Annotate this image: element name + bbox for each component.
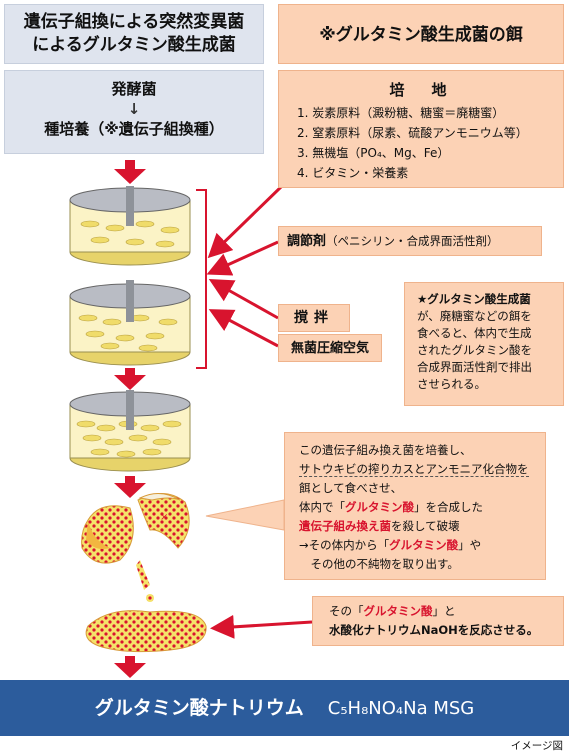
explain-line: サトウキビの搾りカスとアンモニア化合物を [299, 462, 529, 477]
explain-line: この遺伝子組み換え菌を培養し、 [299, 443, 472, 457]
medium-arrow [207, 184, 284, 259]
note-line: ★グルタミン酸生成菌 [417, 292, 531, 306]
fermentation-box: 発酵菌 ↓ 種培養（※遺伝子組換種） [4, 70, 264, 154]
medium-item: 1. 炭素原料（澱粉糖、糖蜜＝廃糖蜜） [297, 106, 505, 120]
stir-arrow [208, 279, 279, 320]
explain-line: その他の不純物を取り出す。 [299, 557, 459, 571]
conditioner-arrow [206, 240, 279, 276]
medium-item: 2. 窒素原料（尿素、硫酸アンモニウム等） [297, 126, 528, 140]
title-line-2: によるグルタミン酸生成菌 [32, 35, 236, 55]
down-arrow-glyph: ↓ [127, 100, 141, 118]
conditioner-label: 調節剤 [287, 234, 327, 249]
final-arrow [210, 614, 313, 639]
svg-text:×: × [160, 512, 168, 523]
note-line: されたグルタミン酸を [417, 343, 532, 357]
title-gm-bacteria: 遺伝子組換による突然変異菌 によるグルタミン酸生成菌 [4, 4, 264, 64]
note-line: 食べると、体内で生成 [417, 326, 532, 340]
note-line: させられる。 [417, 377, 486, 391]
medium-item: 3. 無機塩（PO₄、Mg、Fe） [297, 146, 450, 160]
conditioner-detail: （ペニシリン・合成界面活性剤） [326, 234, 499, 248]
title-bacteria-feed: ※グルタミン酸生成菌の餌 [278, 4, 564, 64]
explain-line: →その体内から「グルタミン酸」や [299, 538, 482, 552]
note-line: が、廃糖蜜などの餌を [417, 309, 532, 323]
fermentation-tank-1 [69, 186, 191, 266]
down-arrow-2 [114, 368, 146, 390]
reaction-line: 水酸化ナトリウムNaOHを反応させる。 [329, 623, 539, 637]
fermentation-tank-2 [69, 280, 191, 366]
seed-culture-label: 種培養（※遺伝子組換種） [44, 120, 224, 138]
fermentation-tank-3 [69, 390, 191, 472]
medium-item: 4. ビタミン・栄養素 [297, 166, 409, 180]
conditioner-box: 調節剤（ペニシリン・合成界面活性剤） [278, 226, 542, 256]
explain-line: 体内で「グルタミン酸」を合成した [299, 500, 483, 514]
fermentation-label: 発酵菌 [111, 80, 157, 98]
image-caption: イメージ図 [510, 740, 563, 752]
explain-pointer [205, 499, 285, 531]
down-arrow-3 [114, 476, 146, 498]
medium-heading: 培 地 [389, 81, 453, 99]
sterile-air-box: 無菌圧縮空気 [278, 334, 382, 362]
stirring-box: 撹拌 [278, 304, 350, 332]
title-line-1: 遺伝子組換による突然変異菌 [23, 12, 245, 32]
culture-medium-box: 培 地 1. 炭素原料（澱粉糖、糖蜜＝廃糖蜜） 2. 窒素原料（尿素、硫酸アンモ… [278, 70, 564, 188]
reaction-line: その「グルタミン酸」と [329, 604, 456, 618]
broken-bacterium: × [81, 493, 190, 602]
note-line: 合成界面活性剤で排出 [417, 360, 532, 374]
product-banner: グルタミン酸ナトリウム C₅H₈NO₄Na MSG [0, 680, 569, 736]
explain-line: 遺伝子組み換え菌を殺して破壊 [299, 519, 460, 533]
note-box: ★グルタミン酸生成菌 が、廃糖蜜などの餌を 食べると、体内で生成 されたグルタミ… [404, 282, 564, 406]
reaction-box: その「グルタミン酸」と 水酸化ナトリウムNaOHを反応させる。 [312, 596, 564, 646]
tank-bracket [196, 189, 207, 369]
down-arrow-4 [114, 656, 146, 678]
product-formula: C₅H₈NO₄Na MSG [327, 698, 475, 719]
glutamate-puddle [85, 610, 207, 653]
air-arrow [208, 309, 279, 348]
explanation-box: この遺伝子組み換え菌を培養し、 サトウキビの搾りカスとアンモニア化合物を 餌とし… [284, 432, 546, 580]
down-arrow-1 [114, 160, 146, 184]
product-name: グルタミン酸ナトリウム [94, 697, 304, 719]
explain-line: 餌として食べさせ、 [299, 481, 403, 495]
